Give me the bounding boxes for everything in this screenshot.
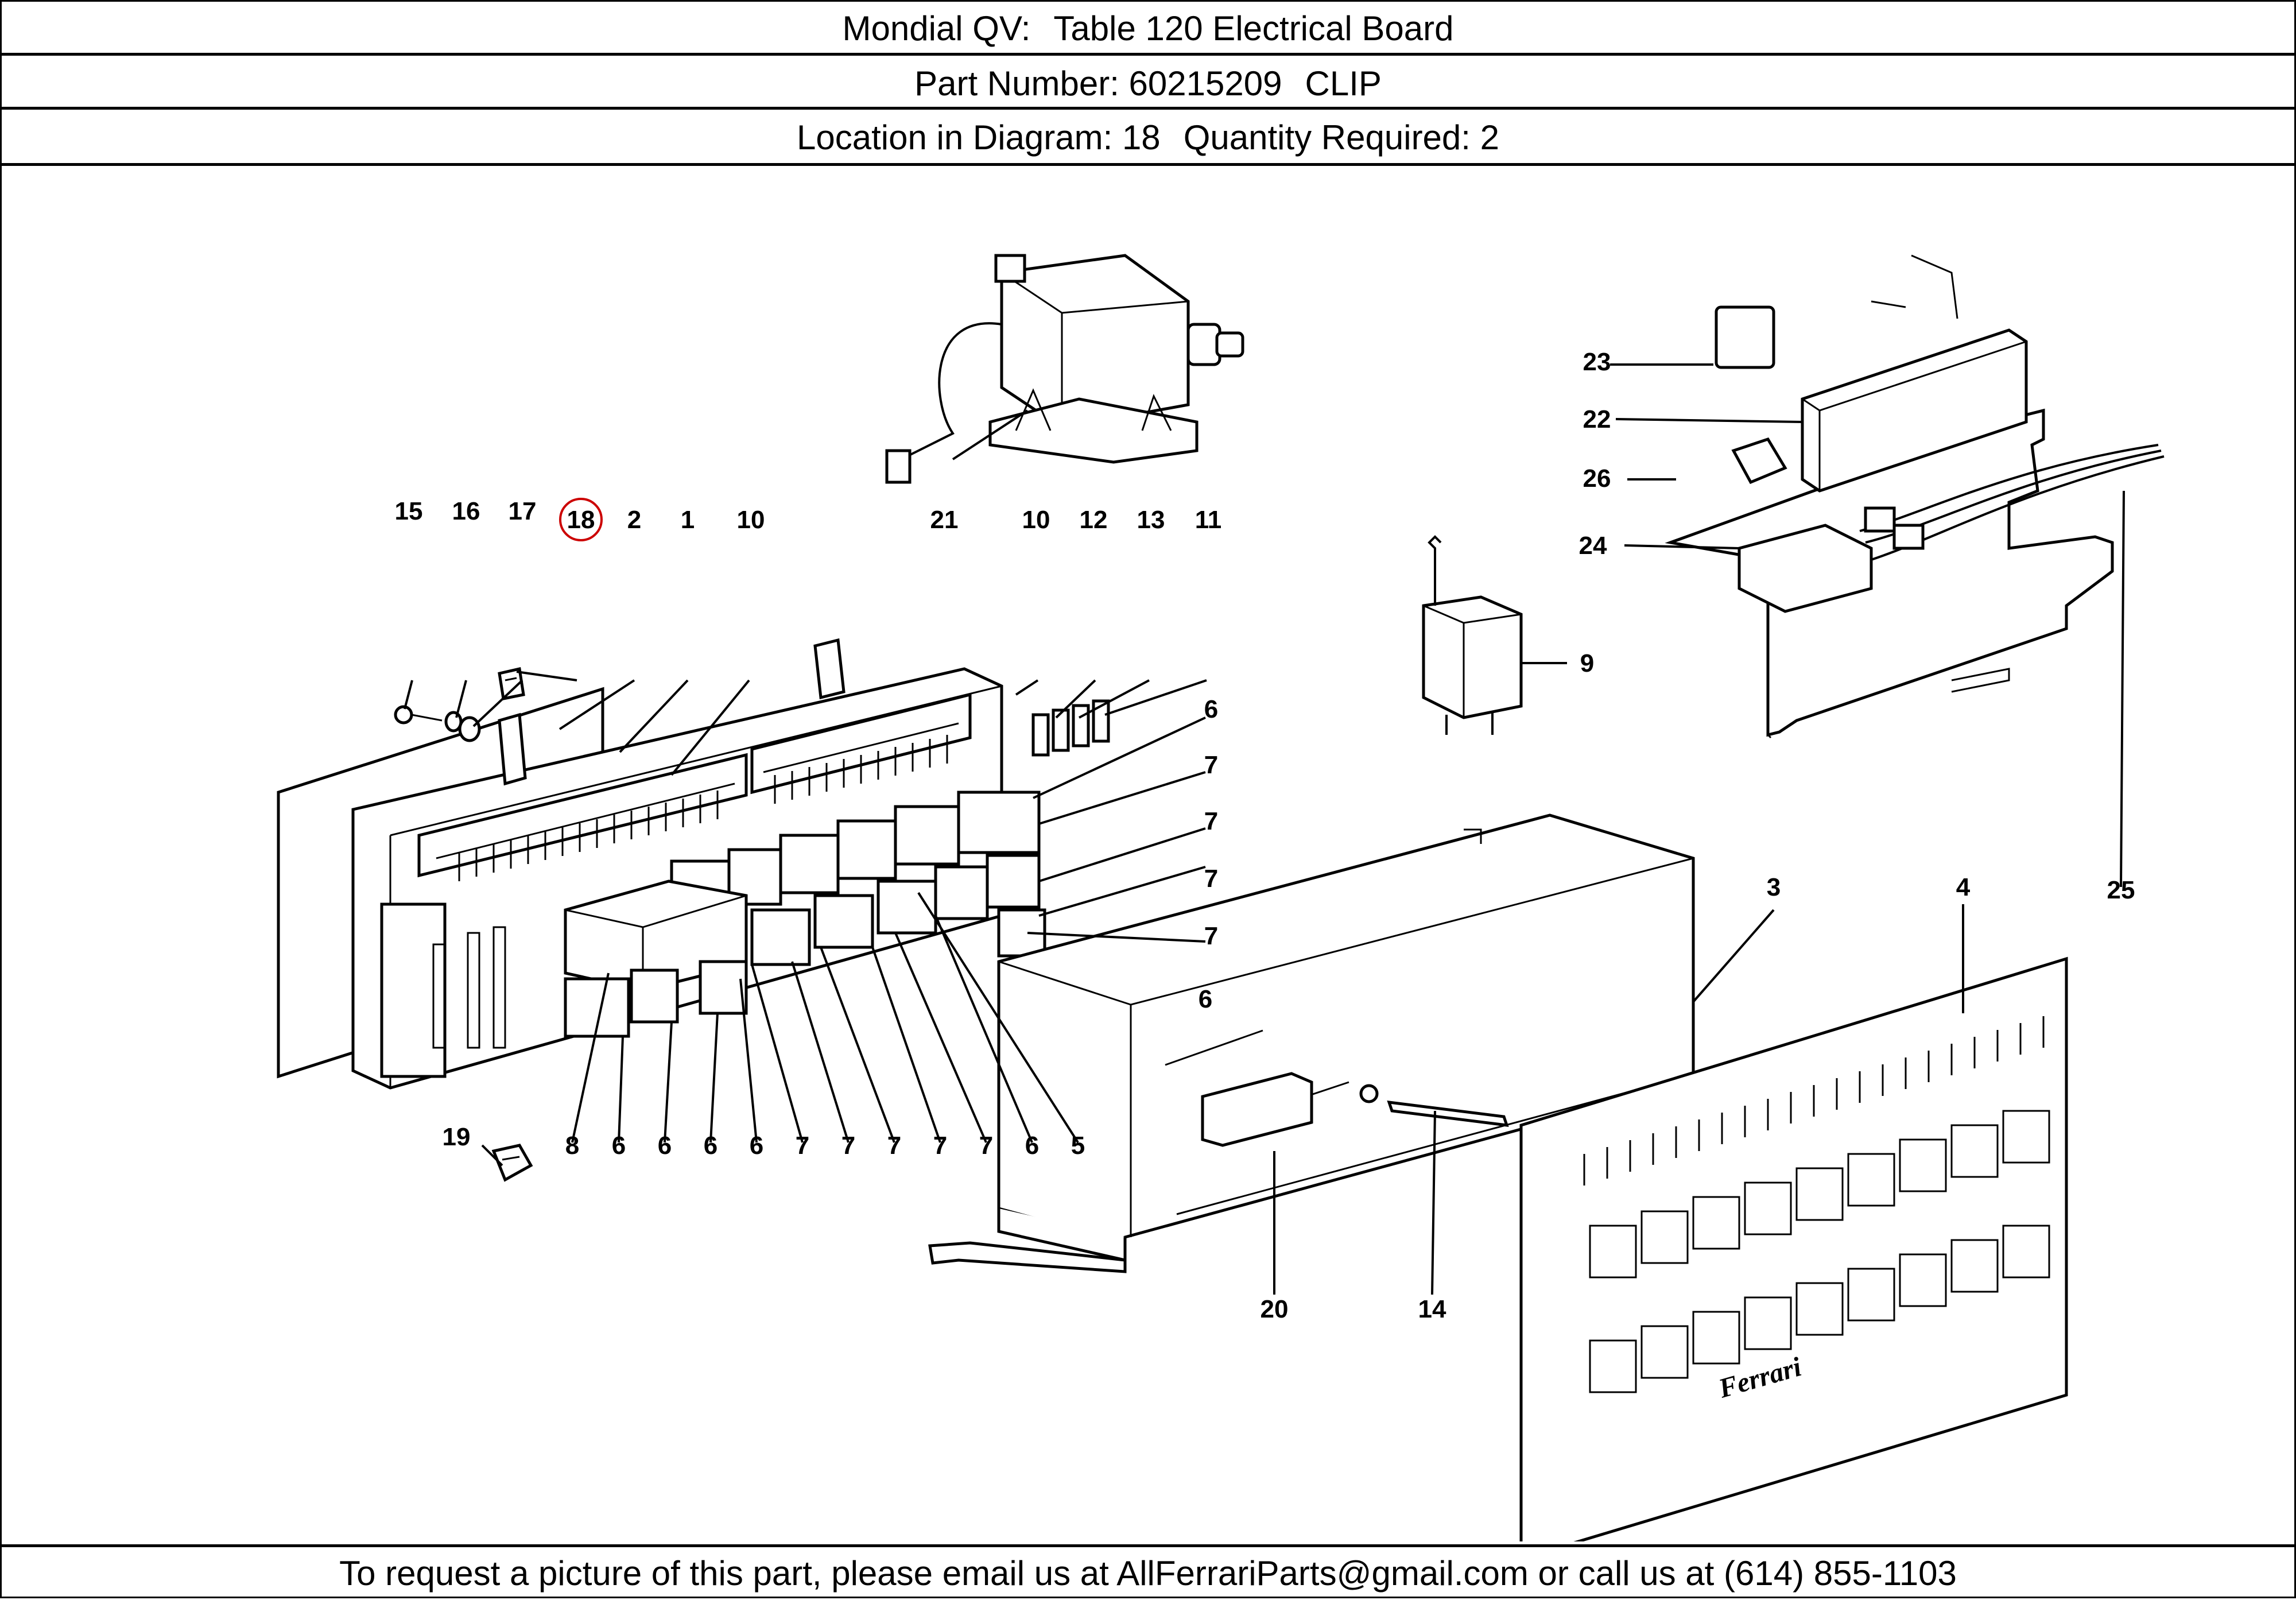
callout-23: 23 (1583, 348, 1611, 376)
callout-10: 10 (737, 506, 765, 534)
contact-text: To request a picture of this part, pleas… (339, 1554, 1957, 1593)
callout-15: 15 (395, 497, 423, 525)
bracket-assembly-part (1665, 254, 2165, 739)
callout-11: 11 (1195, 506, 1222, 534)
exploded-parts-diagram: Ferrari (277, 254, 2165, 1541)
callout-6-c: 6 (612, 1132, 626, 1160)
callout-7-g: 7 (887, 1132, 901, 1160)
callout-7-d: 7 (1204, 922, 1218, 950)
callout-7-c: 7 (1204, 865, 1218, 893)
clip-part-18 (498, 667, 525, 700)
callout-9: 9 (1580, 649, 1594, 677)
callout-6-f: 6 (750, 1132, 763, 1160)
electrical-board-part (277, 638, 1110, 1090)
callout-8: 8 (565, 1132, 579, 1160)
part-number: Part Number: 60215209 (914, 64, 1282, 103)
callout-7-b: 7 (1204, 807, 1218, 835)
callout-24: 24 (1579, 532, 1607, 560)
callout-16: 16 (452, 497, 480, 525)
callout-5: 5 (1071, 1132, 1085, 1160)
quantity-required: Quantity Required: 2 (1183, 118, 1499, 157)
callout-6-g: 6 (1025, 1132, 1039, 1160)
clip-part-19 (491, 1144, 533, 1182)
callout-3: 3 (1767, 873, 1781, 901)
callout-labels: 15 16 17 18 2 1 10 21 10 12 13 11 6 7 7 … (395, 348, 2135, 1323)
callout-22: 22 (1583, 405, 1611, 433)
callout-1: 1 (681, 506, 695, 534)
callout-19: 19 (443, 1123, 471, 1151)
callout-7-e: 7 (796, 1132, 809, 1160)
callout-25: 25 (2107, 876, 2135, 904)
callout-13: 13 (1137, 506, 1165, 534)
callout-7-h: 7 (933, 1132, 947, 1160)
location-bar: Location in Diagram: 18 Quantity Required… (0, 111, 2296, 166)
callout-10-b: 10 (1022, 506, 1050, 534)
part-name: CLIP (1305, 64, 1382, 103)
model-name: Mondial QV: (842, 9, 1031, 48)
fuse-label-panel-part: Ferrari (1519, 956, 2068, 1541)
callout-6-a: 6 (1204, 695, 1218, 723)
callout-6-d: 6 (658, 1132, 672, 1160)
callout-20: 20 (1261, 1295, 1289, 1323)
contact-footer: To request a picture of this part, pleas… (0, 1544, 2296, 1598)
title-bar: Mondial QV: Table 120 Electrical Board (0, 2, 2296, 56)
leader-lines (404, 363, 2125, 1295)
board-cover-part (928, 813, 1695, 1273)
callout-18: 18 (567, 506, 595, 534)
callout-6-e: 6 (704, 1132, 718, 1160)
solenoid-switch-part (885, 254, 1244, 484)
callout-17: 17 (509, 497, 537, 525)
callout-4: 4 (1956, 873, 1971, 901)
flasher-relay-part (1422, 535, 1523, 735)
highlight-ring-18 (559, 498, 603, 541)
screw-washer-set (394, 705, 481, 742)
callout-6-b: 6 (1199, 985, 1212, 1013)
part-number-bar: Part Number: 60215209 CLIP (0, 57, 2296, 110)
table-title: Table 120 Electrical Board (1053, 9, 1454, 48)
location-in-diagram: Location in Diagram: 18 (796, 118, 1161, 157)
callout-2: 2 (627, 506, 641, 534)
callout-26: 26 (1583, 464, 1611, 493)
callout-7-i: 7 (979, 1132, 993, 1160)
callout-7-f: 7 (841, 1132, 855, 1160)
callout-21: 21 (930, 506, 959, 534)
callout-14: 14 (1418, 1295, 1446, 1323)
callout-7-a: 7 (1204, 751, 1218, 779)
callout-12: 12 (1080, 506, 1108, 534)
